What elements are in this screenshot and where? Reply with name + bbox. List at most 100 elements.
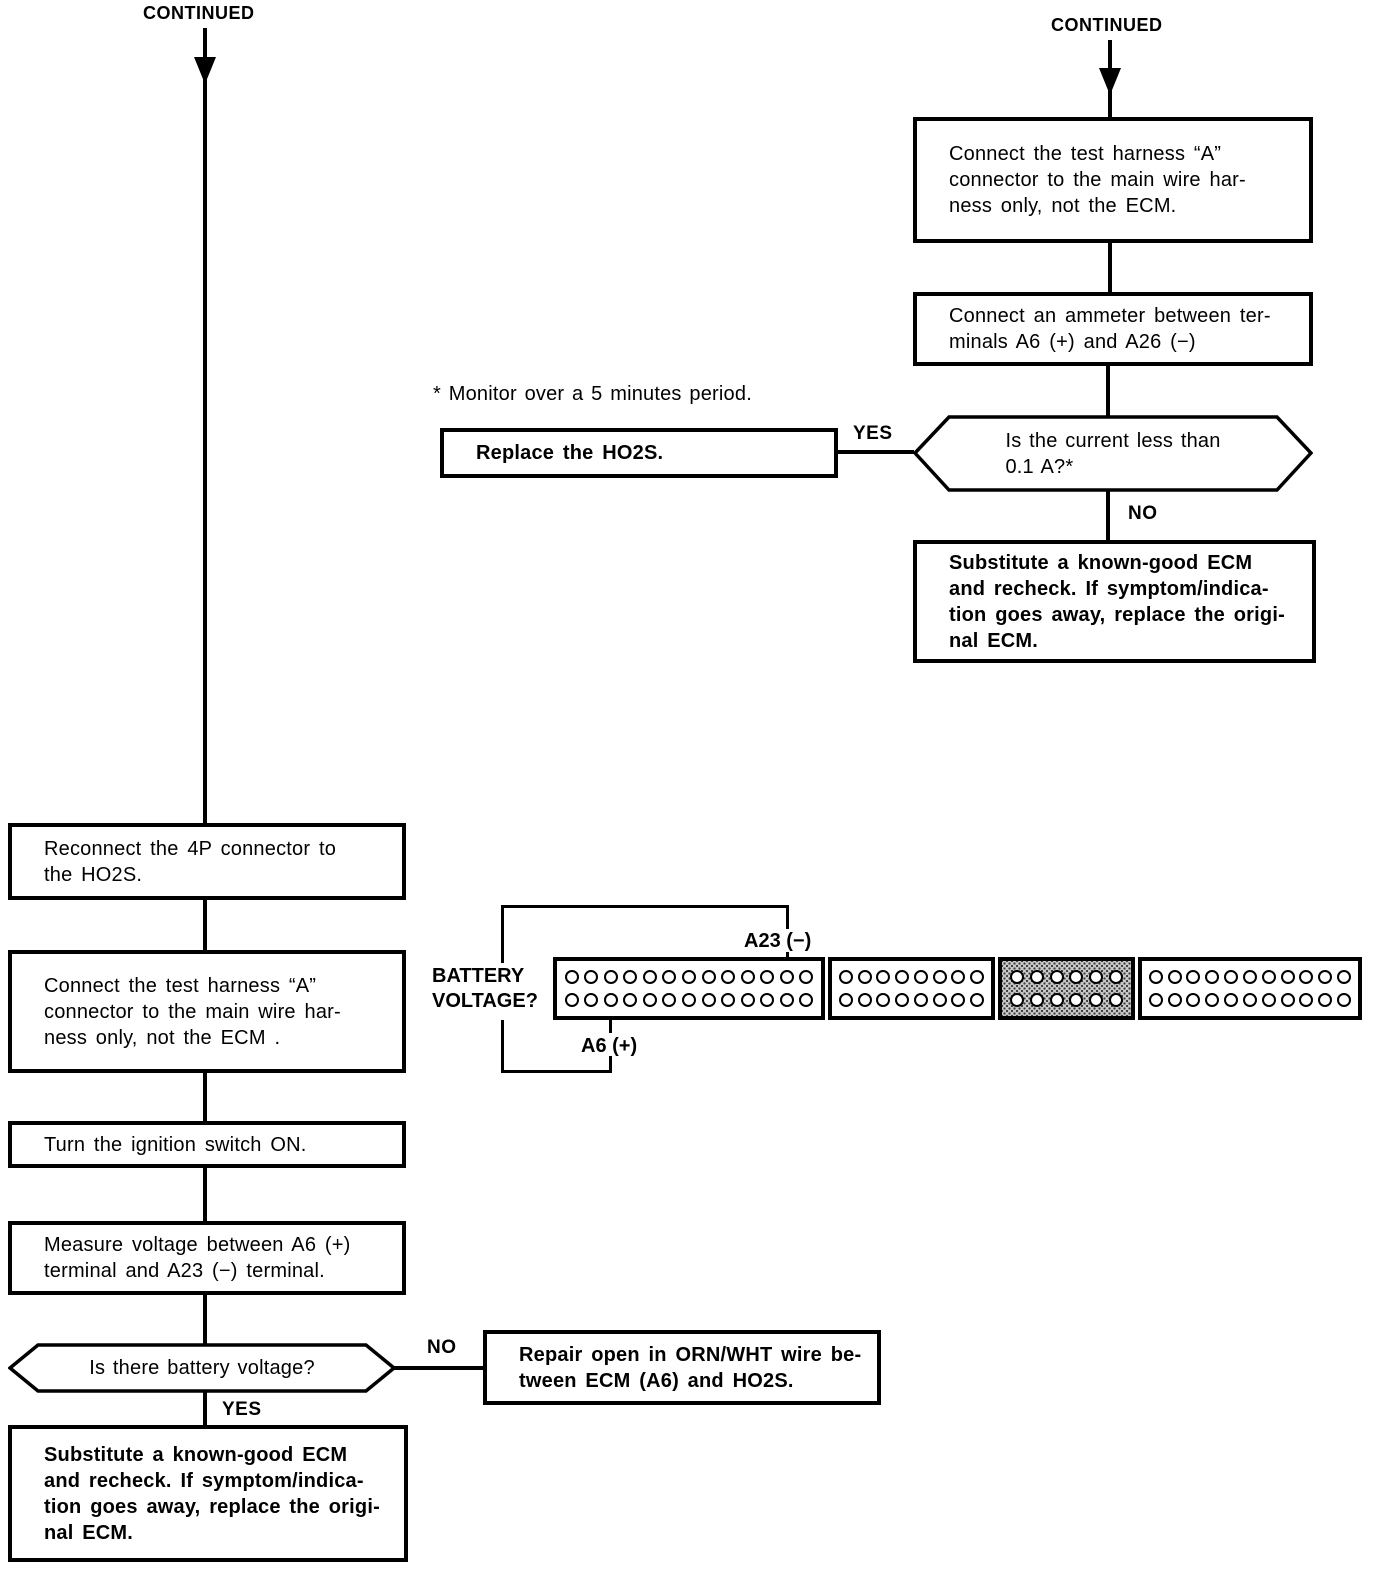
pin-row [1004, 992, 1129, 1007]
pin [564, 970, 579, 985]
pin-a6-label: A6 (+) [581, 1035, 638, 1057]
pin-row [1144, 992, 1356, 1007]
pin-row [559, 992, 819, 1007]
pin [1242, 970, 1257, 985]
pin [799, 992, 814, 1007]
pin [857, 992, 872, 1007]
pin [895, 970, 910, 985]
pin [857, 970, 872, 985]
hexagon-outline [913, 415, 1313, 492]
pin [662, 992, 677, 1007]
pin [1049, 992, 1064, 1007]
flow-line [203, 1166, 207, 1223]
pin [721, 992, 736, 1007]
continued-label-left: CONTINUED [143, 3, 255, 23]
callout-line [501, 905, 789, 908]
flow-line [1106, 364, 1110, 417]
pin [623, 970, 638, 985]
decision-current-less-text: Is the current less than 0.1 A?* [1005, 429, 1221, 478]
branch-label-yes-left: YES [222, 1399, 262, 1420]
pin [760, 970, 775, 985]
result-box-substitute-ecm-left: Substitute a known-good ECM and recheck.… [8, 1425, 408, 1562]
branch-label-no-left: NO [427, 1337, 457, 1358]
pin [701, 992, 716, 1007]
flow-line [836, 450, 914, 454]
arrow-down-icon [1099, 68, 1121, 95]
callout-line [501, 1070, 612, 1073]
decision-battery-voltage-text: Is there battery voltage? [89, 1357, 315, 1379]
flow-line [1106, 490, 1110, 542]
pin [1186, 992, 1201, 1007]
pin-row [1144, 970, 1356, 985]
pin [970, 970, 985, 985]
flow-line [1108, 241, 1112, 294]
callout-line [609, 1008, 612, 1033]
pin [932, 970, 947, 985]
decision-current-less: Is the current less than 0.1 A?* [913, 415, 1313, 492]
decision-battery-voltage: Is there battery voltage? [8, 1343, 396, 1393]
pin [1318, 970, 1333, 985]
ecm-connector-section-b [828, 957, 995, 1020]
pin [1280, 970, 1295, 985]
pin [584, 992, 599, 1007]
ecm-connector-section-d [1138, 957, 1362, 1020]
process-box-ignition-on: Turn the ignition switch ON. [8, 1121, 406, 1168]
callout-line [501, 905, 504, 963]
pin [1009, 992, 1024, 1007]
pin [721, 970, 736, 985]
pin [603, 992, 618, 1007]
pin [913, 970, 928, 985]
pin [1009, 970, 1024, 985]
pin [623, 992, 638, 1007]
pin [913, 992, 928, 1007]
pin [779, 970, 794, 985]
pin [1109, 992, 1124, 1007]
pin [1148, 970, 1163, 985]
pin [838, 992, 853, 1007]
pin [642, 970, 657, 985]
branch-label-no-right: NO [1128, 503, 1158, 524]
ecm-connector-section-a [553, 957, 825, 1020]
arrow-down-icon [194, 57, 216, 84]
pin-row [834, 992, 989, 1007]
pin [681, 992, 696, 1007]
pin [1337, 970, 1352, 985]
pin [564, 992, 579, 1007]
pin-a23-label: A23 (−) [744, 930, 812, 952]
pin [1205, 970, 1220, 985]
pin [1242, 992, 1257, 1007]
pin [1299, 970, 1314, 985]
pin [970, 992, 985, 1007]
callout-line [786, 905, 789, 929]
pin [740, 992, 755, 1007]
flow-line [203, 1071, 207, 1123]
pin [1224, 992, 1239, 1007]
pin [1337, 992, 1352, 1007]
flow-line [203, 1293, 207, 1345]
result-box-substitute-ecm-right: Substitute a known-good ECM and recheck.… [913, 540, 1316, 663]
pin [1148, 992, 1163, 1007]
callout-line [609, 1056, 612, 1073]
pin [1280, 992, 1295, 1007]
result-box-repair-wire: Repair open in ORN/WHT wire be- tween EC… [483, 1330, 881, 1405]
pin [662, 970, 677, 985]
pin [799, 970, 814, 985]
pin [951, 970, 966, 985]
pin [1318, 992, 1333, 1007]
pin [1069, 970, 1084, 985]
pin [838, 970, 853, 985]
pin [951, 992, 966, 1007]
pin [1109, 970, 1124, 985]
pin [1299, 992, 1314, 1007]
callout-line [501, 1020, 504, 1073]
pin [1049, 970, 1064, 985]
pin [603, 970, 618, 985]
pin [1261, 970, 1276, 985]
battery-voltage-question-label: BATTERY VOLTAGE? [432, 965, 538, 1012]
pin [1186, 970, 1201, 985]
pin [876, 970, 891, 985]
pin [1261, 992, 1276, 1007]
flow-line [203, 28, 207, 823]
process-box-ammeter: Connect an ammeter between ter- minals A… [913, 292, 1313, 366]
